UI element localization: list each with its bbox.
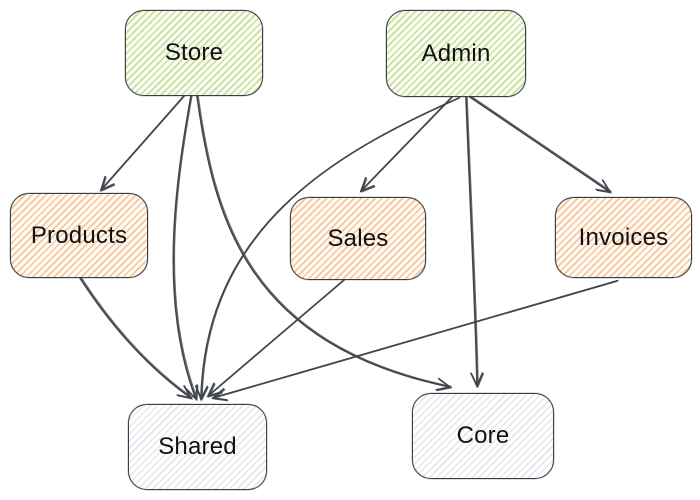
node-shared: Shared xyxy=(128,404,267,490)
node-products: Products xyxy=(10,193,148,278)
arrowhead-invoices-shared xyxy=(210,388,228,401)
node-label-invoices: Invoices xyxy=(578,223,669,251)
arrowhead-admin-core xyxy=(471,373,484,389)
node-admin: Admin xyxy=(386,10,526,97)
node-label-admin: Admin xyxy=(421,39,491,67)
edge-store-products xyxy=(99,94,186,192)
edge-admin-core xyxy=(465,95,484,389)
edge-admin-shared xyxy=(194,96,461,402)
edge-sales-shared xyxy=(206,278,346,398)
arrowhead-admin-invoices xyxy=(596,180,613,194)
node-label-store: Store xyxy=(164,39,224,66)
arrowhead-store-core xyxy=(436,379,453,392)
node-label-core: Core xyxy=(456,422,510,449)
arrowhead-store-products xyxy=(101,176,116,192)
node-core: Core xyxy=(412,393,554,479)
edge-store-core xyxy=(196,94,453,392)
arrowhead-sales-shared xyxy=(206,382,223,398)
edge-products-shared xyxy=(79,276,193,400)
node-invoices: Invoices xyxy=(555,197,692,278)
node-label-products: Products xyxy=(30,221,128,249)
edge-admin-invoices xyxy=(469,95,613,194)
node-store: Store xyxy=(125,10,263,96)
arrowhead-store-products xyxy=(99,175,115,192)
node-sales: Sales xyxy=(290,197,426,280)
node-label-shared: Shared xyxy=(158,433,237,460)
arrowhead-admin-sales xyxy=(360,178,376,193)
arrowhead-products-shared xyxy=(177,386,193,400)
arrowhead-admin-sales xyxy=(359,176,375,193)
edge-admin-sales xyxy=(359,95,454,193)
edge-invoices-shared xyxy=(210,279,619,402)
arrowhead-invoices-shared xyxy=(212,389,229,402)
node-label-sales: Sales xyxy=(327,224,389,252)
arrowhead-admin-shared xyxy=(196,386,209,402)
edge-store-shared xyxy=(172,94,199,402)
